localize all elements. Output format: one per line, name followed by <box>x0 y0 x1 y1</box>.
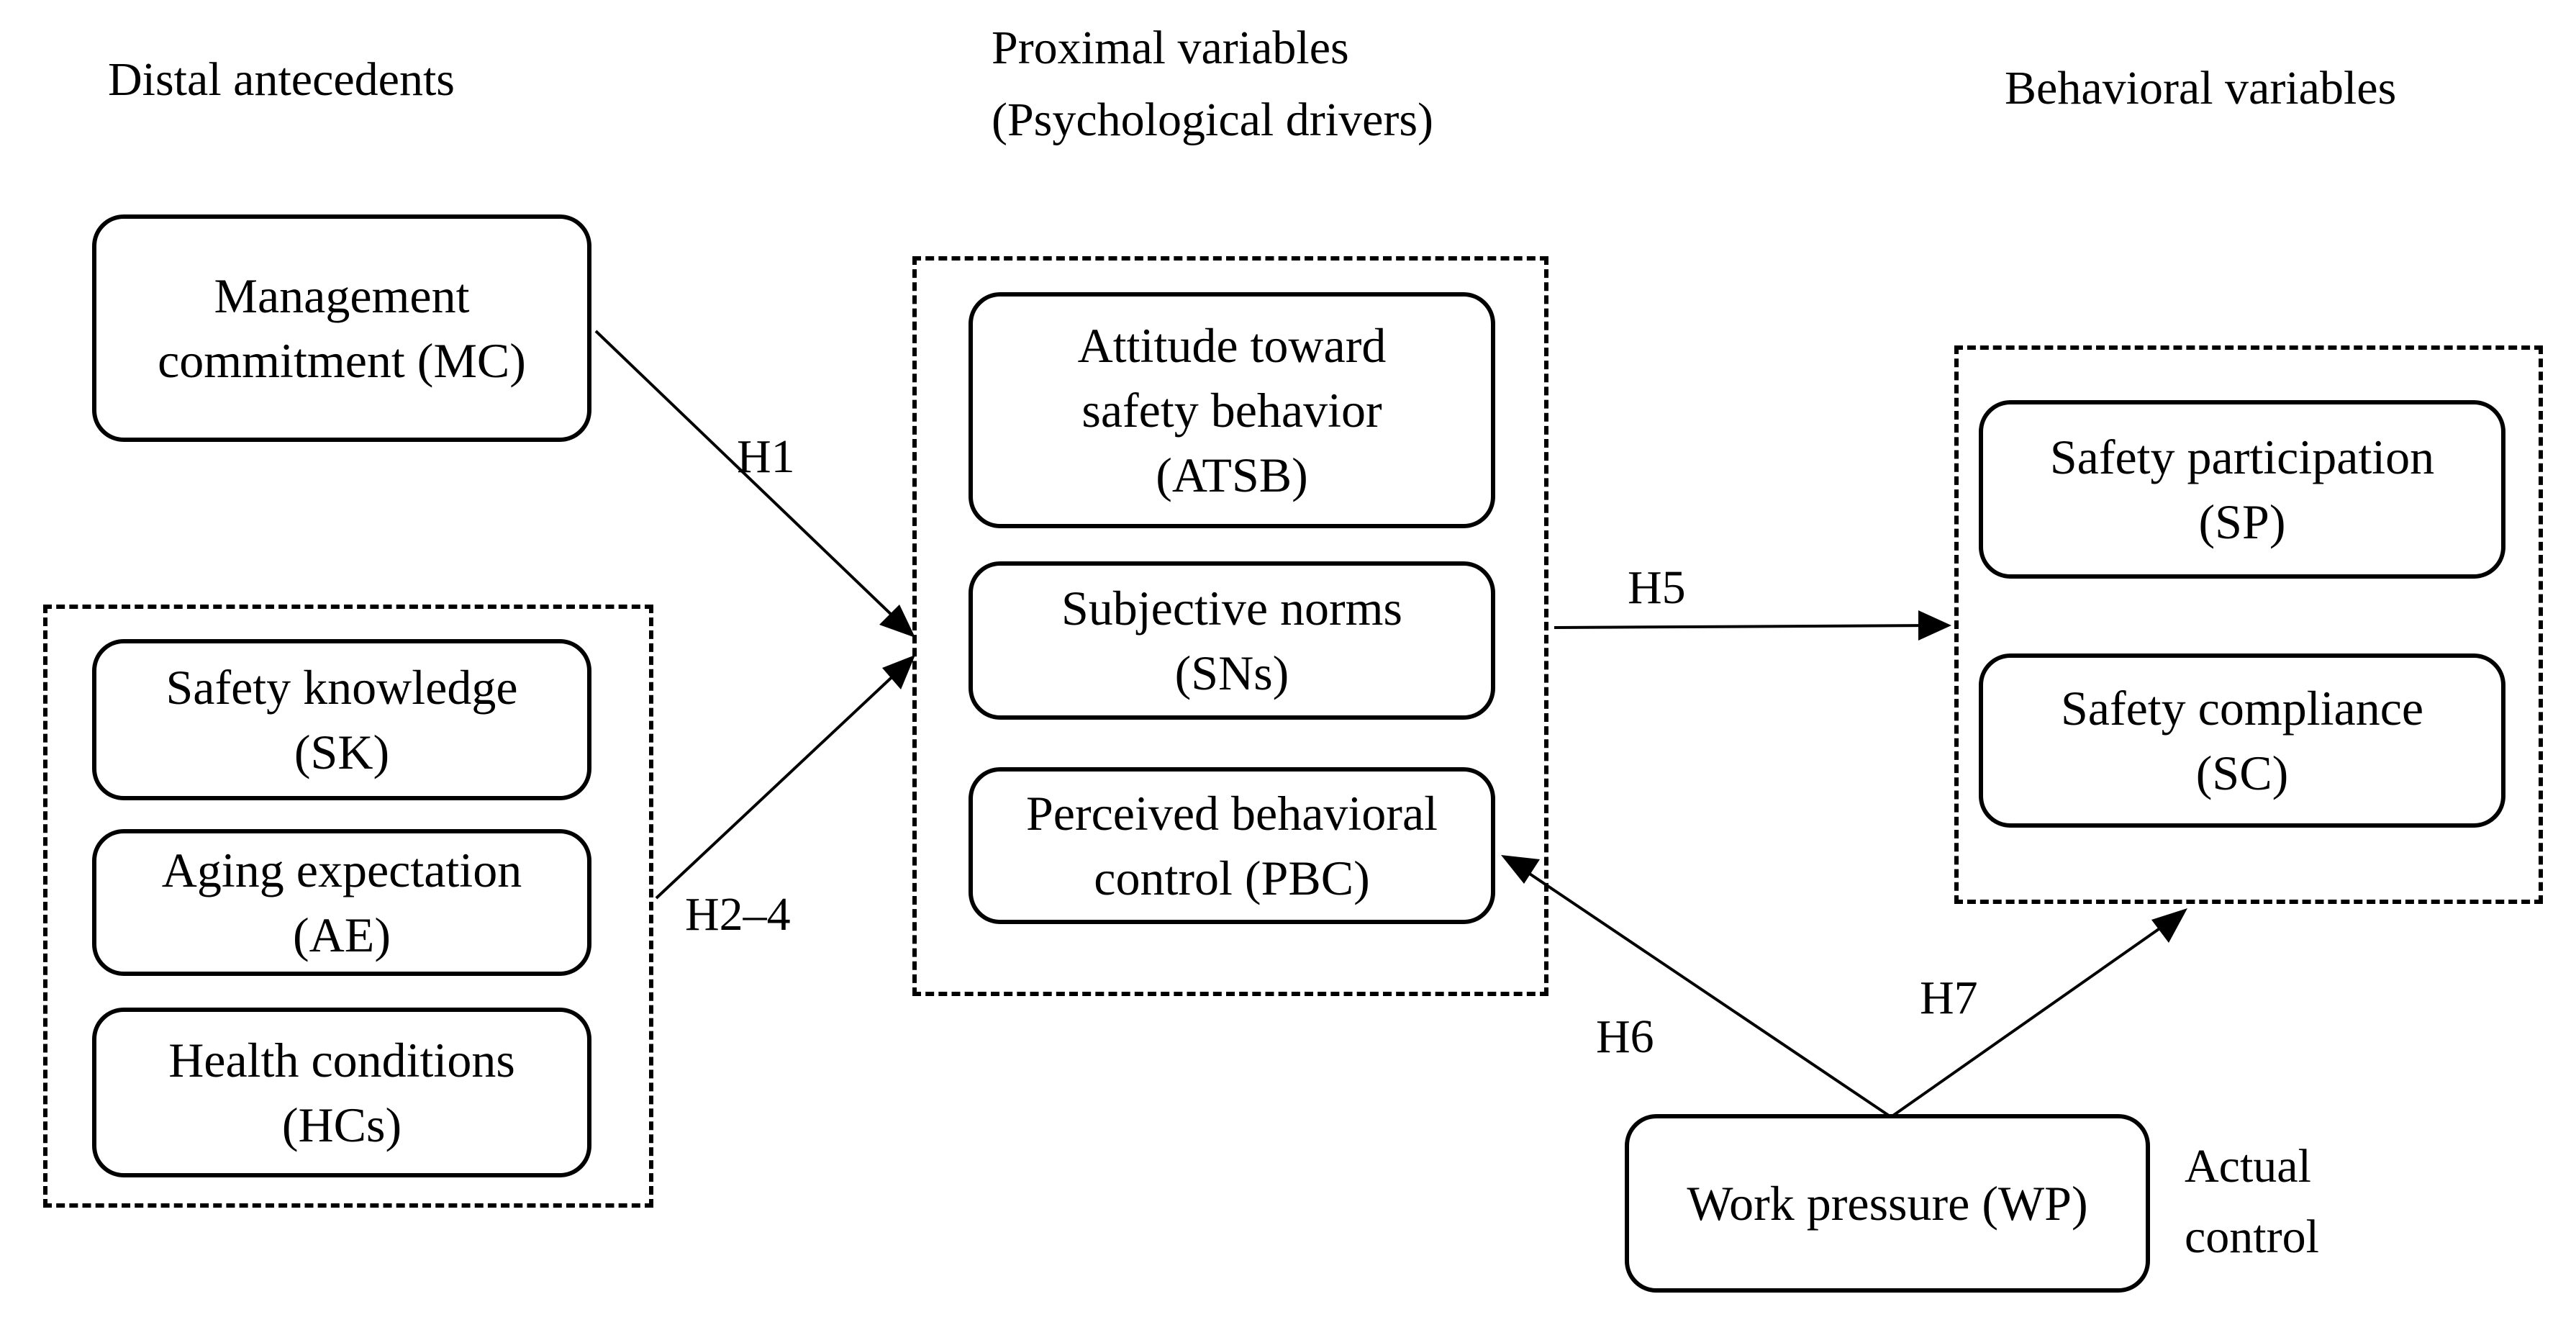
box-attitude-toward-safety-behavior: Attitude toward safety behavior (ATSB) <box>969 292 1495 528</box>
ae-line2: (AE) <box>293 908 391 962</box>
arrowhead-h2-4 <box>882 655 915 689</box>
mc-line2: commitment (MC) <box>158 333 526 388</box>
box-safety-knowledge: Safety knowledge (SK) <box>92 639 591 800</box>
pbc-line2: control (PBC) <box>1094 851 1370 905</box>
sc-line2: (SC) <box>2195 746 2289 800</box>
label-h2-4: H2–4 <box>685 888 791 941</box>
label-h6: H6 <box>1596 1010 1654 1063</box>
box-work-pressure: Work pressure (WP) <box>1625 1114 2150 1293</box>
heading-proximal-line2: (Psychological drivers) <box>992 94 1434 146</box>
box-health-conditions: Health conditions (HCs) <box>92 1008 591 1177</box>
heading-actual-line1: Actual <box>2185 1140 2311 1193</box>
box-aging-expectation: Aging expectation (AE) <box>92 829 591 976</box>
sk-line2: (SK) <box>294 725 390 779</box>
proximal-group <box>912 256 1548 996</box>
box-perceived-behavioral-control: Perceived behavioral control (PBC) <box>969 767 1495 924</box>
sp-line2: (SP) <box>2198 494 2286 549</box>
atsb-line3: (ATSB) <box>1156 448 1308 502</box>
box-subjective-norms: Subjective norms (SNs) <box>969 561 1495 720</box>
arrow-h2-4 <box>655 658 912 900</box>
box-safety-participation: Safety participation (SP) <box>1979 400 2505 579</box>
ae-line1: Aging expectation <box>161 843 522 897</box>
label-h5: H5 <box>1628 561 1686 614</box>
pbc-line1: Perceived behavioral <box>1025 786 1438 841</box>
label-h7: H7 <box>1920 972 1978 1024</box>
sn-line1: Subjective norms <box>1061 581 1403 635</box>
mc-line1: Management <box>214 268 470 323</box>
arrowhead-h5 <box>1918 610 1951 641</box>
label-h1: H1 <box>737 430 795 483</box>
sc-line1: Safety compliance <box>2060 681 2424 736</box>
arrow-h7 <box>1890 913 2182 1118</box>
atsb-line2: safety behavior <box>1081 383 1382 438</box>
sn-line2: (SNs) <box>1174 646 1289 700</box>
sk-line1: Safety knowledge <box>165 660 518 715</box>
box-management-commitment: Management commitment (MC) <box>92 214 591 442</box>
heading-distal: Distal antecedents <box>108 53 455 106</box>
heading-actual-line2: control <box>2185 1211 2319 1263</box>
arrowhead-h1 <box>879 605 915 638</box>
distal-group <box>43 605 653 1208</box>
hc-line1: Health conditions <box>168 1033 515 1087</box>
box-safety-compliance: Safety compliance (SC) <box>1979 653 2505 828</box>
wp-label: Work pressure (WP) <box>1687 1176 2088 1231</box>
heading-proximal-line1: Proximal variables <box>992 22 1349 74</box>
hc-line2: (HCs) <box>281 1098 402 1152</box>
atsb-line1: Attitude toward <box>1077 318 1387 373</box>
arrowhead-h7 <box>2151 908 2187 943</box>
arrowhead-h6 <box>1501 855 1540 884</box>
arrow-h1 <box>594 330 914 636</box>
arrow-h5 <box>1554 624 1944 629</box>
heading-behavioral: Behavioral variables <box>2005 62 2397 114</box>
arrow-h6 <box>1507 858 1892 1118</box>
behavioral-group <box>1954 345 2543 904</box>
sp-line1: Safety participation <box>2049 430 2435 484</box>
